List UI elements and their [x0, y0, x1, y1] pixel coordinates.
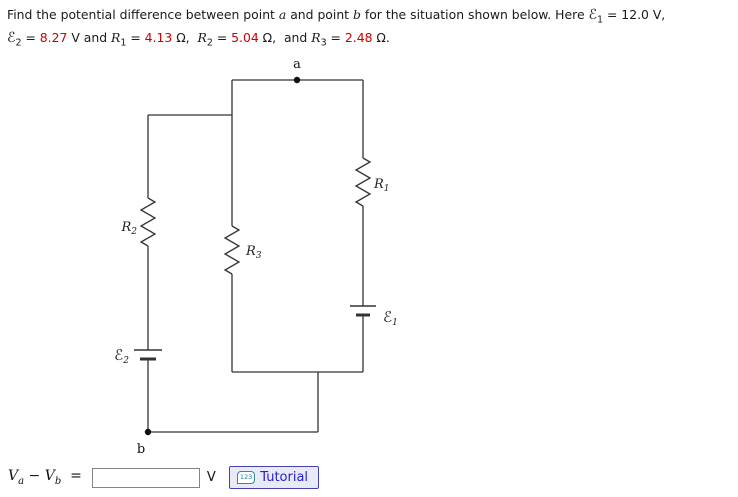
answer-input[interactable]	[91, 467, 200, 488]
emf2-label: ℰ2	[114, 346, 129, 366]
vb-sub: b	[54, 475, 62, 487]
resistor-r3-zigzag	[223, 225, 241, 275]
r2-label: R2	[120, 220, 137, 237]
node-b-dot	[144, 428, 152, 436]
r3-value: 2.48	[344, 30, 373, 46]
node-a-label: a	[293, 57, 301, 72]
answer-row: Va − Vb = V 123 Tutorial	[8, 466, 320, 489]
text-seg: and point	[286, 7, 353, 22]
emf1-label: ℰ1	[383, 308, 398, 328]
minus-sign: −	[24, 468, 45, 485]
emf1-sub-text: 1	[597, 14, 604, 26]
r2-sub-text: 2	[206, 37, 213, 49]
text-seg: Find the potential difference between po…	[7, 7, 279, 22]
r3-label: R3	[245, 244, 262, 261]
text-seg: =	[326, 30, 345, 46]
r3-sub-text: 3	[320, 37, 327, 49]
text-seg: for the situation shown below. Here	[360, 7, 589, 22]
r2-symbol-text: R	[197, 30, 207, 46]
resistor-r2-zigzag	[139, 197, 157, 247]
r1-label: R1	[373, 177, 390, 194]
emf1-value-text: = 12.0 V,	[603, 7, 666, 22]
text-seg: Ω,	[172, 30, 198, 46]
r3-symbol-text: R	[311, 30, 321, 46]
problem-line-2: ℰ2 = 8.27 V and R1 = 4.13 Ω, R2 = 5.04 Ω…	[7, 29, 665, 52]
problem-statement: Find the potential difference between po…	[7, 6, 665, 53]
emf1-symbol-text: ℰ	[588, 7, 597, 23]
r2-value: 5.04	[231, 30, 259, 46]
text-seg: Ω.	[372, 30, 390, 46]
r1-symbol-text: R	[111, 30, 121, 46]
tutorial-123-icon: 123	[236, 471, 256, 484]
equals-sign: =	[61, 468, 82, 485]
resistor-r1-zigzag	[354, 157, 372, 207]
node-b-label: b	[137, 442, 145, 457]
emf2-value: 8.27	[39, 30, 68, 46]
text-seg: =	[126, 30, 145, 46]
va-sub: a	[18, 475, 25, 487]
vb-symbol: V	[44, 468, 55, 485]
answer-label: Va − Vb =	[8, 468, 82, 487]
answer-unit-label: V	[206, 470, 216, 485]
problem-line-1: Find the potential difference between po…	[7, 6, 665, 29]
r1-value: 4.13	[144, 30, 173, 46]
text-seg: =	[21, 30, 40, 46]
va-symbol: V	[8, 468, 19, 485]
node-a-dot	[293, 76, 301, 84]
text-seg: V and	[67, 30, 111, 46]
r1-sub-text: 1	[120, 37, 127, 49]
text-seg: Ω, and	[258, 30, 312, 46]
point-a-text: a	[278, 7, 287, 22]
tutorial-button-label: Tutorial	[260, 470, 309, 485]
emf2-symbol-text: ℰ	[7, 30, 16, 47]
text-seg: =	[212, 30, 232, 46]
emf2-sub-text: 2	[15, 37, 22, 49]
tutorial-button[interactable]: 123 Tutorial	[228, 466, 320, 489]
point-b-text: b	[352, 7, 361, 22]
